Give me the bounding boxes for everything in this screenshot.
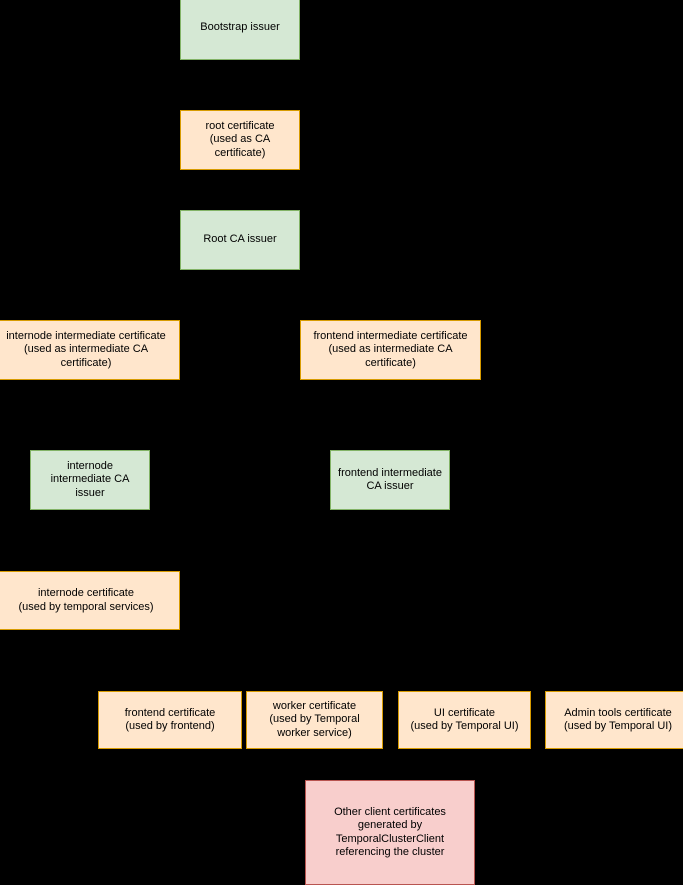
node-frontend-certificate[interactable]: frontend certificate (used by frontend) [98, 691, 242, 749]
node-bootstrap-issuer[interactable]: Bootstrap issuer [180, 0, 300, 60]
node-internode-certificate[interactable]: internode certificate (used by temporal … [0, 571, 180, 630]
node-root-certificate[interactable]: root certificate (used as CA certificate… [180, 110, 300, 170]
edge-frontend-intermediate-ca-issuer-to-worker-certificate [313, 510, 391, 691]
node-other-client-certificates[interactable]: Other client certificates generated by T… [305, 780, 475, 885]
node-internode-intermediate-certificate[interactable]: internode intermediate certificate (used… [0, 320, 180, 380]
edge-root-ca-issuer-to-internode-intermediate-certificate [85, 270, 241, 320]
node-root-ca-issuer[interactable]: Root CA issuer [180, 210, 300, 270]
node-ui-certificate[interactable]: UI certificate (used by Temporal UI) [398, 691, 531, 749]
edge-frontend-intermediate-ca-issuer-to-frontend-certificate [169, 510, 391, 691]
edge-frontend-intermediate-ca-issuer-to-admin-tools-certificate [389, 510, 619, 691]
node-worker-certificate[interactable]: worker certificate (used by Temporal wor… [246, 691, 383, 749]
node-frontend-intermediate-certificate[interactable]: frontend intermediate certificate (used … [300, 320, 481, 380]
edge-root-ca-issuer-to-frontend-intermediate-certificate [239, 270, 391, 320]
edge-frontend-intermediate-ca-issuer-to-ui-certificate [389, 510, 465, 691]
node-admin-tools-certificate[interactable]: Admin tools certificate (used by Tempora… [545, 691, 683, 749]
node-frontend-intermediate-ca-issuer[interactable]: frontend intermediate CA issuer [330, 450, 450, 510]
node-internode-intermediate-ca-issuer[interactable]: internode intermediate CA issuer [30, 450, 150, 510]
